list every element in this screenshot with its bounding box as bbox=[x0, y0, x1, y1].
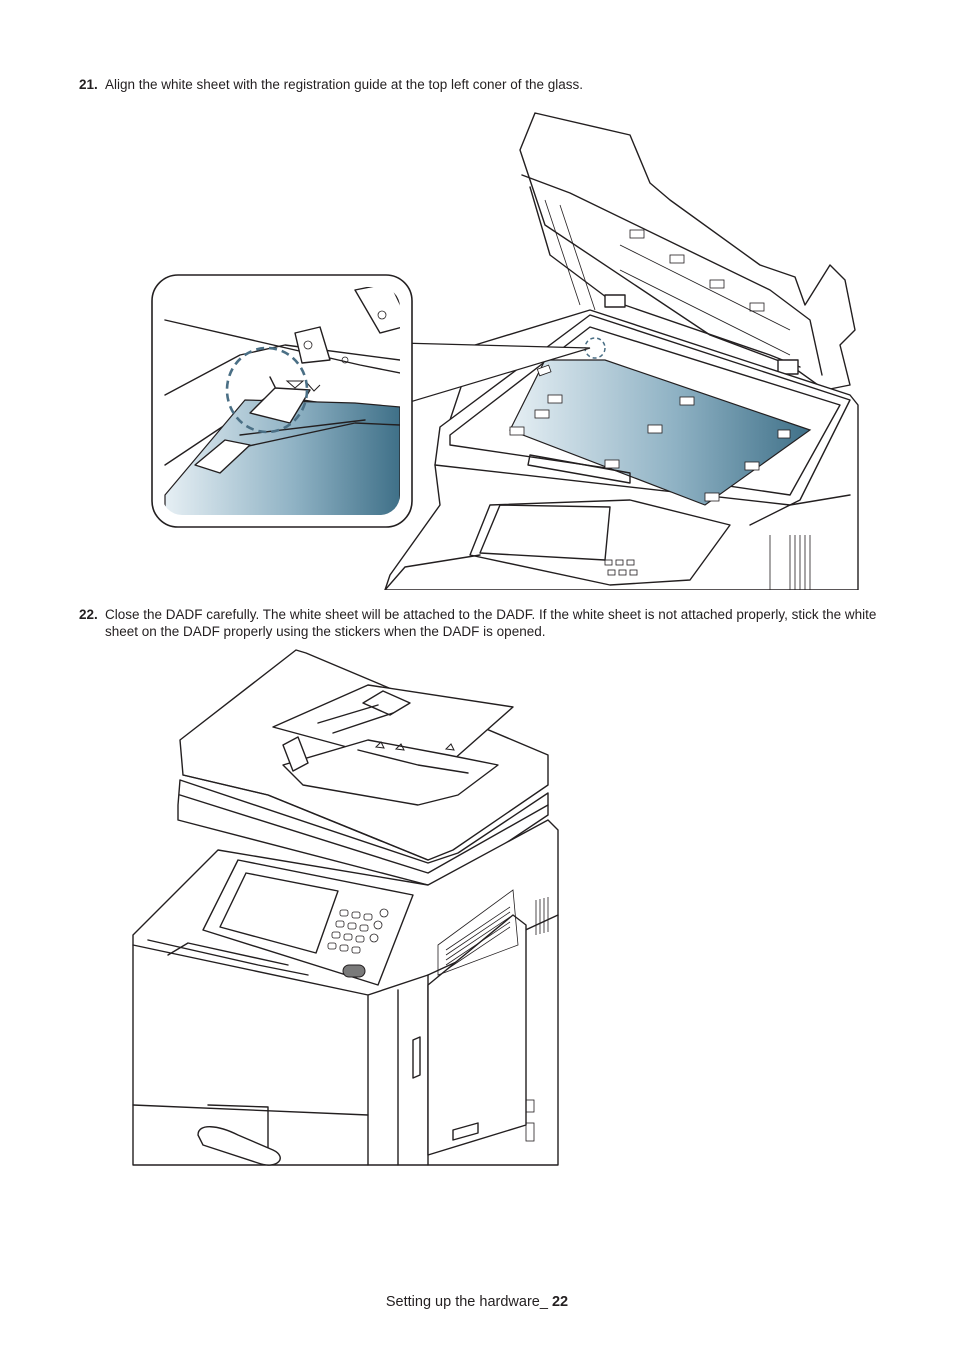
page-footer: Setting up the hardware_ 22 bbox=[0, 1294, 954, 1310]
printer-closed-dadf-illustration bbox=[132, 649, 559, 1166]
white-sheet-alignment-illustration bbox=[151, 112, 859, 590]
control-panel bbox=[384, 494, 851, 590]
step-text: Close the DADF carefully. The white shee… bbox=[105, 607, 877, 639]
step-21: 21. Align the white sheet with the regis… bbox=[79, 76, 879, 93]
control-panel bbox=[202, 859, 414, 986]
step-22: 22. Close the DADF carefully. The white … bbox=[79, 606, 879, 640]
page-number: 22 bbox=[551, 1294, 569, 1310]
step-number: 21. bbox=[79, 77, 98, 92]
step-number: 22. bbox=[79, 607, 98, 622]
magnified-callout bbox=[151, 274, 413, 528]
footer-section-title: Setting up the hardware_ bbox=[385, 1294, 552, 1310]
printer-body bbox=[132, 819, 559, 1166]
highlight-circle bbox=[225, 346, 309, 434]
dadf-open-lid bbox=[519, 112, 856, 391]
dadf-closed bbox=[177, 649, 549, 886]
step-text: Align the white sheet with the registrat… bbox=[105, 77, 584, 92]
